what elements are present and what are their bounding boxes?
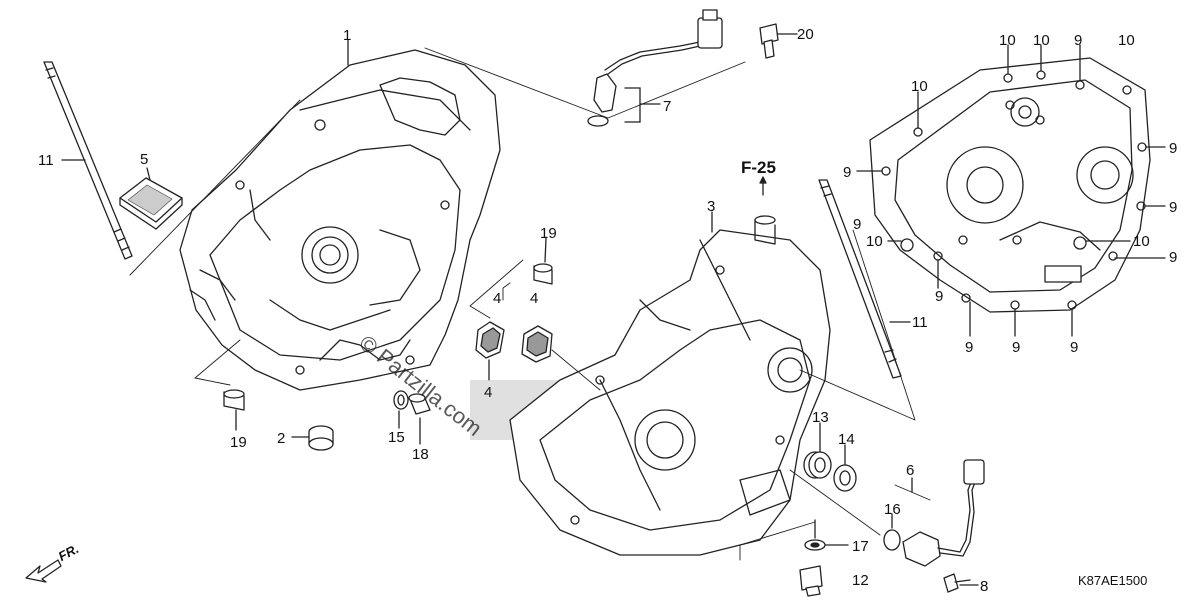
part-callout-label: 10 bbox=[1118, 32, 1135, 49]
left-crankcase-icon bbox=[179, 49, 501, 391]
speed-sensor-icon bbox=[902, 459, 985, 567]
part-callout-label: 19 bbox=[540, 225, 557, 242]
collar-icon bbox=[408, 393, 431, 415]
part-callout-label: 9 bbox=[935, 288, 944, 305]
part-callout-label: 9 bbox=[1169, 199, 1178, 216]
part-callout-label: 14 bbox=[838, 431, 855, 448]
part-callout-label: 2 bbox=[277, 430, 286, 447]
part-callout-label: 15 bbox=[388, 429, 405, 446]
part-callout-label: 9 bbox=[1070, 339, 1079, 356]
dowel-pin-icon bbox=[533, 263, 553, 285]
crank-bearing-icon bbox=[475, 321, 505, 359]
part-callout-label: 10 bbox=[911, 78, 928, 95]
part-callout-label: 9 bbox=[1169, 249, 1178, 266]
crankcase-gasket-icon bbox=[869, 57, 1151, 313]
part-callout-label: 7 bbox=[663, 98, 672, 115]
part-callout-label: 9 bbox=[1074, 32, 1083, 49]
part-callout-label: 11 bbox=[912, 314, 928, 331]
sensor-o-ring-right-icon bbox=[883, 529, 901, 551]
part-callout-label: 10 bbox=[999, 32, 1016, 49]
neutral-switch-sensor-icon bbox=[593, 9, 723, 113]
drain-bolt-icon bbox=[308, 425, 334, 451]
diagram-code: K87AE1500 bbox=[1078, 573, 1148, 588]
part-callout-label: 12 bbox=[852, 572, 869, 589]
sensor-bolt-icon bbox=[759, 23, 779, 59]
part-callout-label: 9 bbox=[853, 216, 862, 233]
part-callout-label: 9 bbox=[965, 339, 974, 356]
part-callout-label: 1 bbox=[343, 27, 352, 44]
part-callout-label: 11 bbox=[38, 152, 54, 169]
part-callout-label: 8 bbox=[980, 578, 989, 595]
part-callout-label: 20 bbox=[797, 26, 814, 43]
part-callout-label: 13 bbox=[812, 409, 829, 426]
front-arrow-icon bbox=[25, 559, 62, 583]
o-ring-icon bbox=[393, 390, 409, 410]
right-crankcase-icon bbox=[509, 215, 831, 556]
sensor-bolt-right-icon bbox=[943, 573, 971, 593]
part-callout-label: 18 bbox=[412, 446, 429, 463]
part-callout-label: 10 bbox=[1133, 233, 1150, 250]
sensor-o-ring-icon bbox=[587, 115, 609, 127]
crank-bearing-right-icon bbox=[521, 325, 553, 363]
drain-bolt-right-icon bbox=[799, 565, 823, 597]
part-callout-label: 16 bbox=[884, 501, 901, 518]
washer-icon bbox=[804, 539, 826, 551]
part-callout-label: 9 bbox=[1012, 339, 1021, 356]
dowel-pin-lower-icon bbox=[223, 389, 245, 411]
reference-label: F-25 bbox=[741, 158, 776, 177]
part-callout-label: 17 bbox=[852, 538, 869, 555]
part-callout-label: 4 bbox=[493, 290, 502, 307]
part-callout-label: 6 bbox=[906, 462, 915, 479]
part-callout-label: 9 bbox=[843, 164, 852, 181]
part-callout-label: 5 bbox=[140, 151, 149, 168]
part-callout-label: 4 bbox=[484, 384, 493, 401]
part-callout-label: 4 bbox=[530, 290, 539, 307]
oil-seal-icon bbox=[833, 464, 857, 492]
part-callout-label: 19 bbox=[230, 434, 247, 451]
part-callout-label: 3 bbox=[707, 198, 716, 215]
oil-strainer-icon bbox=[119, 177, 183, 230]
part-callout-label: 9 bbox=[1169, 140, 1178, 157]
part-callout-label: 10 bbox=[866, 233, 883, 250]
bearing-icon bbox=[803, 451, 832, 479]
stud-bolt-left-icon bbox=[43, 61, 133, 260]
part-callout-label: 10 bbox=[1033, 32, 1050, 49]
